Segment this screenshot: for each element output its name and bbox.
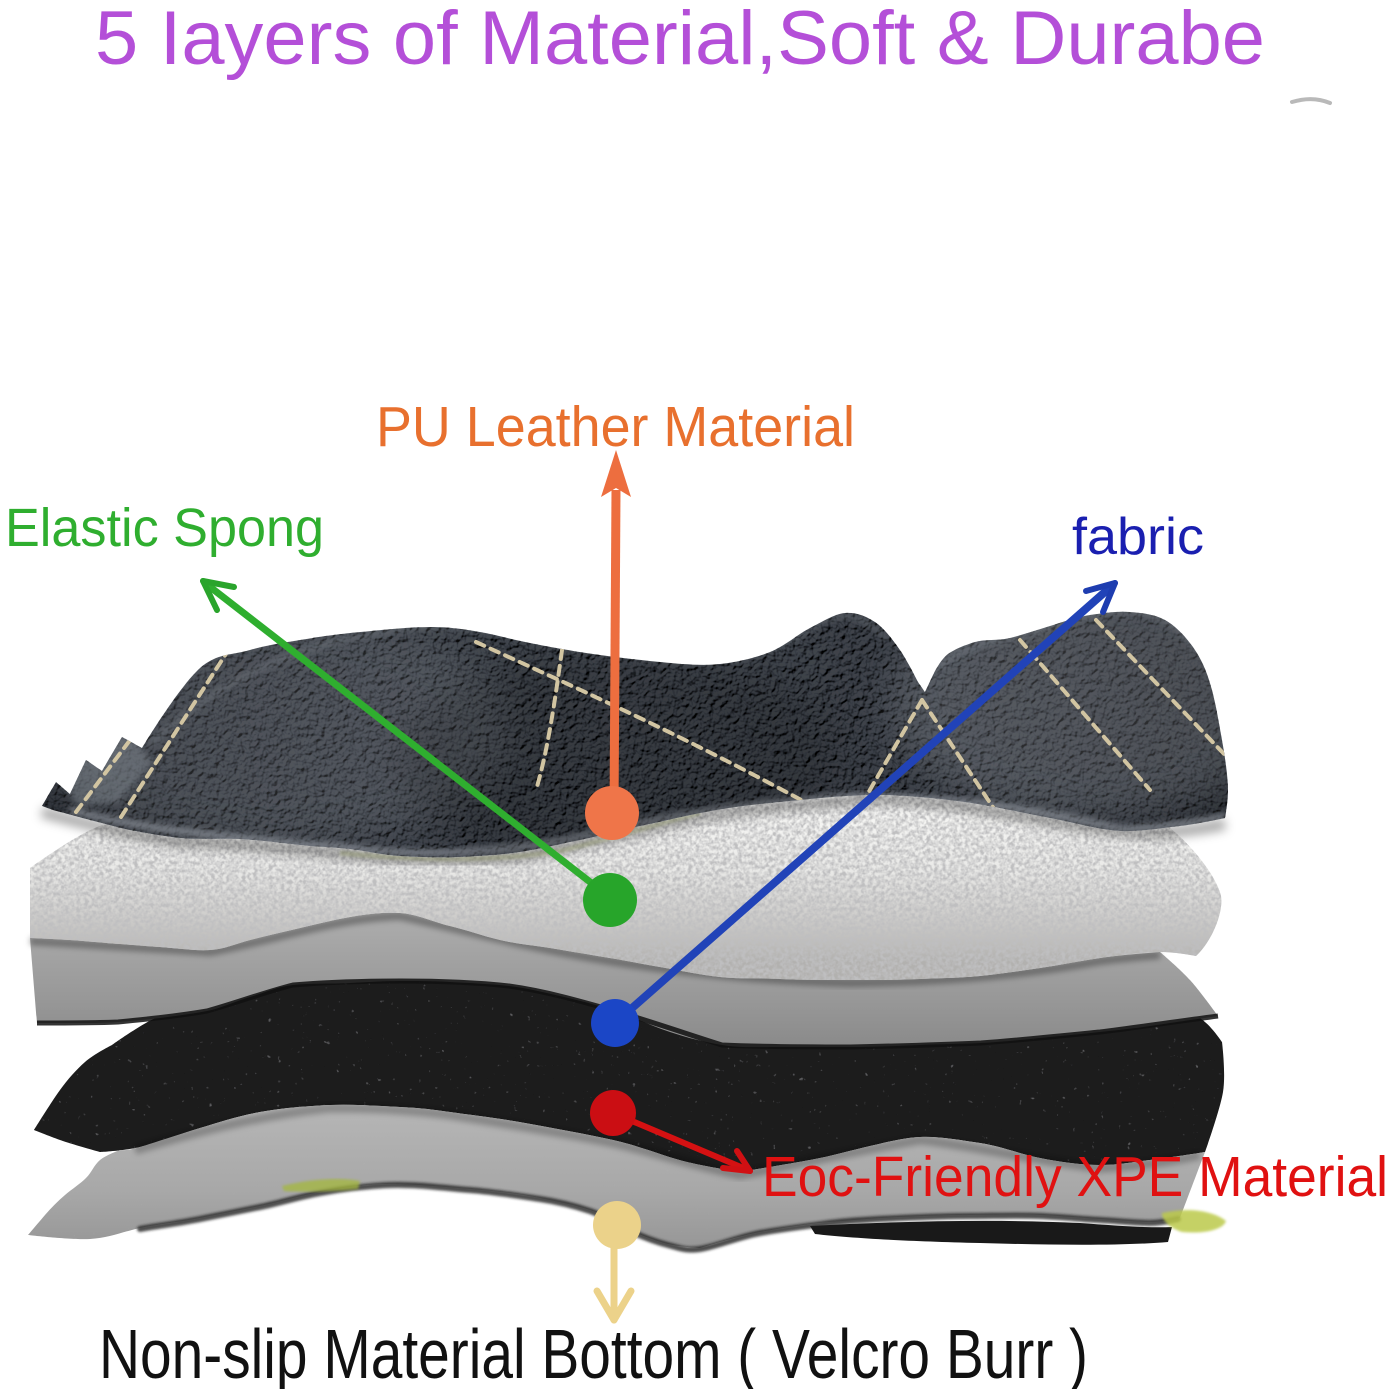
svg-text:5 Iayers of Material,Soft & Du: 5 Iayers of Material,Soft & Durabe (95, 0, 1265, 81)
svg-text:Eoc-Friendly XPE Material: Eoc-Friendly XPE Material (762, 1145, 1388, 1209)
svg-text:fabric: fabric (1072, 508, 1204, 566)
svg-text:PU Leather Material: PU Leather Material (376, 395, 855, 459)
svg-text:Non-slip Material Bottom ( Vel: Non-slip Material Bottom ( Velcro Burr ) (99, 1315, 1088, 1389)
svg-text:Elastic Spong: Elastic Spong (5, 498, 324, 558)
